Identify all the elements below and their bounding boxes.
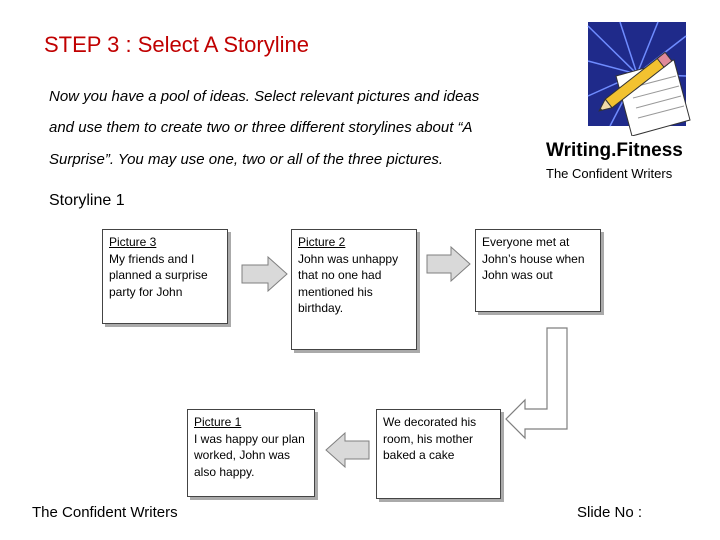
card-text: John was unhappy that no one had mention… — [298, 251, 399, 316]
card-caption: Picture 2 — [298, 235, 346, 249]
notepad-pencil-icon — [587, 21, 691, 136]
card-caption: Picture 1 — [194, 415, 242, 429]
slide-title: STEP 3 : Select A Storyline — [44, 32, 309, 57]
card-text: Everyone met at John’s house when John w… — [482, 235, 585, 282]
story-card-picture-2: Picture 2 John was unhappy that no one h… — [291, 229, 417, 350]
footer-brand: The Confident Writers — [32, 504, 178, 521]
story-card-picture-3: Picture 3 My friends and I planned a sur… — [102, 229, 228, 324]
arrow-right-icon — [241, 255, 288, 293]
card-text: We decorated his room, his mother baked … — [383, 415, 477, 462]
card-caption: Picture 3 — [109, 235, 157, 249]
slide-number: Slide No : — [577, 504, 643, 521]
arrow-right-icon — [426, 245, 471, 283]
card-text: My friends and I planned a surprise part… — [109, 251, 208, 299]
card-text: I was happy our plan worked, John was al… — [194, 431, 305, 479]
intro-line-1: Now you have a pool of ideas. Select rel… — [49, 88, 480, 105]
brand-tagline: The Confident Writers — [546, 166, 673, 181]
intro-line-3: Surprise”. You may use one, two or all o… — [49, 151, 444, 168]
storyline-heading: Storyline 1 — [49, 192, 125, 209]
brand-name: Writing.Fitness — [546, 140, 683, 161]
arrow-left-icon — [325, 431, 370, 469]
arrow-bent-down-left-icon — [505, 327, 568, 440]
story-card-picture-1: Picture 1 I was happy our plan worked, J… — [187, 409, 315, 497]
story-card-everyone-met: Everyone met at John’s house when John w… — [475, 229, 601, 312]
intro-line-2: and use them to create two or three diff… — [49, 119, 473, 136]
story-card-decorated: We decorated his room, his mother baked … — [376, 409, 501, 499]
